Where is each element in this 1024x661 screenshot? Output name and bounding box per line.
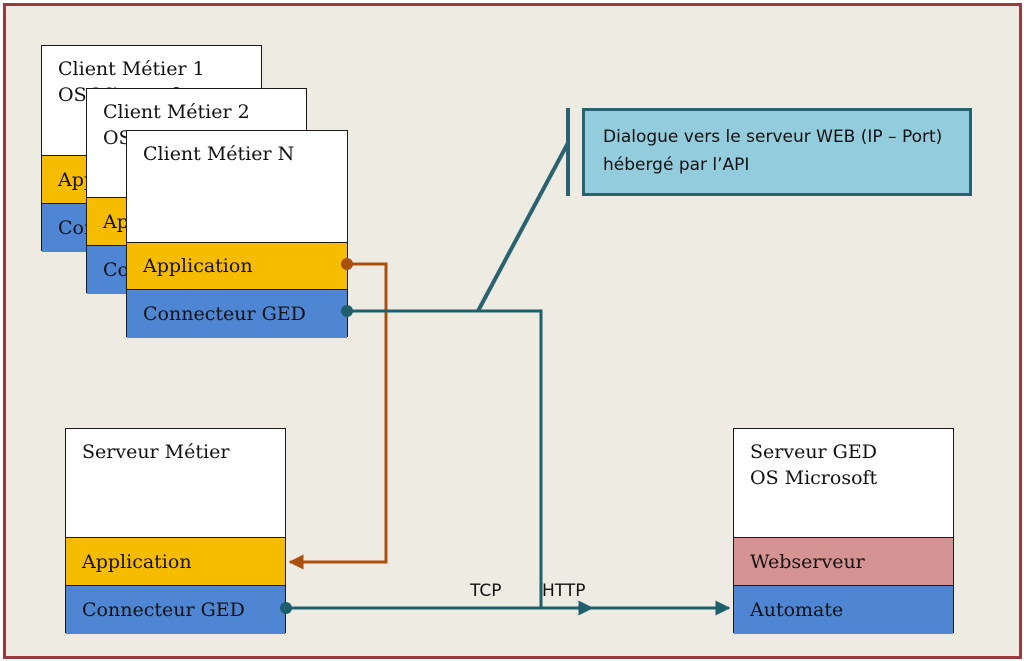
client-2-title: Client Métier 2 bbox=[103, 101, 250, 123]
http-label: HTTP bbox=[542, 581, 586, 601]
tcp-label: TCP bbox=[470, 581, 502, 601]
serveur-metier-title: Serveur Métier bbox=[82, 441, 230, 463]
client-ged-link-dot bbox=[341, 305, 353, 317]
client-n-title: Client Métier N bbox=[143, 143, 295, 165]
application-link bbox=[288, 262, 388, 570]
client-n-application: Application bbox=[127, 242, 347, 289]
serveur-ged-box: Serveur GED OS Microsoft Webserveur Auto… bbox=[733, 428, 954, 634]
client-metier-n-box: Client Métier N Application Connecteur G… bbox=[126, 130, 348, 338]
client-ged-link bbox=[347, 309, 543, 608]
application-link-dot bbox=[341, 258, 353, 270]
serveur-ged-webserveur: Webserveur bbox=[734, 537, 953, 585]
server-ged-link-dot bbox=[280, 602, 292, 614]
callout-box: Dialogue vers le serveur WEB (IP – Port)… bbox=[582, 108, 972, 196]
serveur-metier-connecteur-ged: Connecteur GED bbox=[66, 585, 285, 634]
serveur-ged-title: Serveur GED bbox=[750, 441, 877, 463]
serveur-metier-application: Application bbox=[66, 537, 285, 585]
callout-pointer bbox=[476, 142, 570, 312]
serveur-ged-automate: Automate bbox=[734, 585, 953, 634]
serveur-ged-os: OS Microsoft bbox=[750, 467, 878, 489]
serveur-metier-box: Serveur Métier Application Connecteur GE… bbox=[65, 428, 286, 634]
client-n-connecteur-ged: Connecteur GED bbox=[127, 289, 347, 338]
client-1-title: Client Métier 1 bbox=[58, 58, 205, 80]
